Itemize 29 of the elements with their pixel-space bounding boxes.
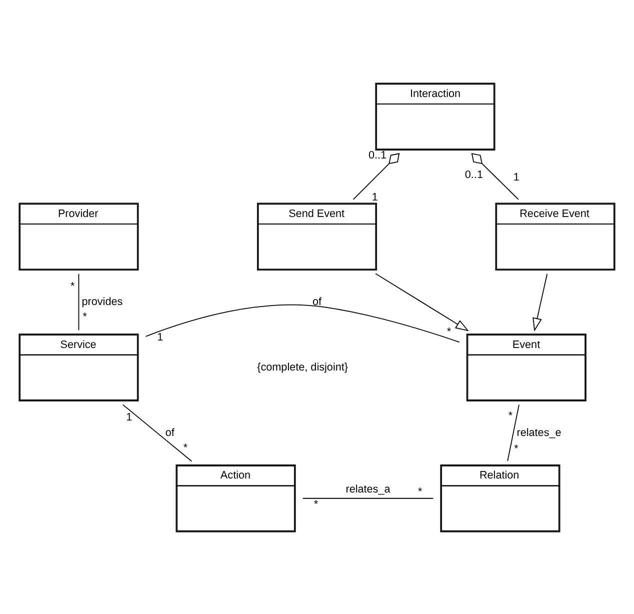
label: * [70, 280, 75, 292]
connector [352, 152, 400, 200]
label: * [183, 442, 188, 454]
connector [302, 497, 434, 498]
edge-label: provides [82, 295, 123, 308]
label: * [508, 410, 513, 422]
label: * [314, 498, 318, 510]
label: 1 [126, 411, 132, 424]
connector [78, 272, 80, 330]
arrow [375, 272, 469, 331]
label: 0..1 [464, 168, 483, 180]
label: 0..1 [368, 148, 387, 161]
connector [507, 404, 520, 461]
edge-label: of [312, 295, 322, 308]
label: 1 [157, 330, 164, 343]
label: * [514, 442, 518, 455]
label: * [82, 310, 87, 322]
label: * [446, 325, 452, 338]
connector [471, 152, 519, 200]
edge-label: of [165, 426, 174, 438]
edge-label: relates_a [346, 483, 390, 496]
label: * [418, 486, 422, 498]
label: 1 [513, 171, 520, 184]
edge-label: relates_e [516, 426, 562, 438]
connector [122, 404, 192, 462]
arrow [532, 272, 548, 331]
label: {complete, disjoint} [257, 360, 348, 373]
label: 1 [372, 190, 378, 203]
connector [145, 304, 460, 342]
